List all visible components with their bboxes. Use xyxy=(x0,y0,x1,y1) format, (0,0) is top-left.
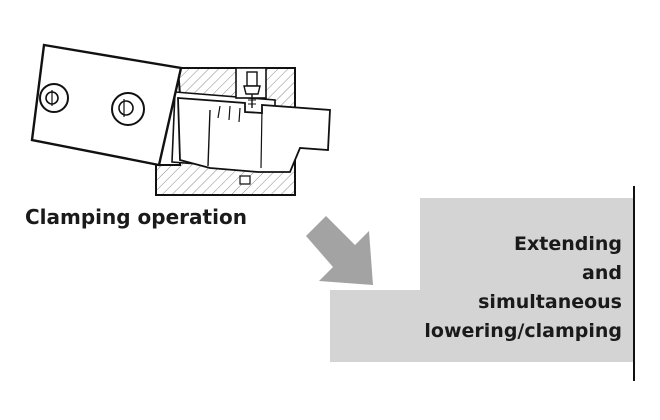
step-line-2: and xyxy=(582,262,622,284)
clamp-plunger xyxy=(177,97,331,185)
down-right-arrow-icon xyxy=(306,216,373,285)
step-line-1: Extending xyxy=(514,233,622,255)
step-line-3: simultaneous xyxy=(478,291,622,313)
step-panel-background xyxy=(330,198,634,362)
clamping-operation-caption: Clamping operation xyxy=(25,205,247,229)
grease-fitting-icon xyxy=(235,67,267,108)
page-edge-line xyxy=(633,186,635,381)
step-line-4: lowering/clamping xyxy=(424,320,622,342)
step-description: Extending and simultaneous lowering/clam… xyxy=(362,230,622,346)
workpiece-block xyxy=(30,43,183,167)
